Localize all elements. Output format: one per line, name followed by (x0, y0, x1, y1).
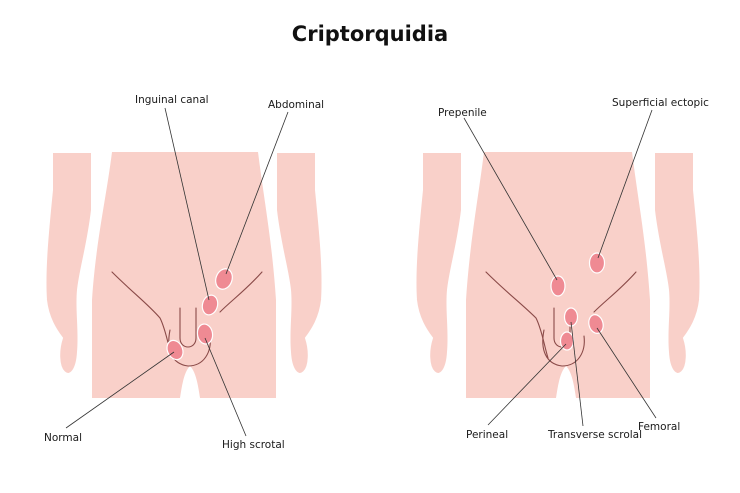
left-figure-testis-normal (166, 339, 184, 361)
leader-normal (65, 351, 175, 429)
left-figure-testis-high-scrotal (196, 323, 214, 345)
right-figure-right-arm (653, 151, 702, 375)
leader-transverse-scrotal (570, 321, 584, 427)
left-figure-left-arm (44, 151, 93, 375)
leader-abdominal (225, 111, 289, 275)
right-figure-torso (466, 152, 650, 398)
left-figure-penis (179, 307, 197, 348)
leader-superficial-ectopic (597, 109, 653, 259)
left-figure-right-groin-line (219, 271, 263, 313)
label-femoral: Femoral (638, 421, 680, 433)
left-figure-torso (92, 152, 276, 398)
right-figure-testis-superficial-ectopic (588, 252, 606, 274)
right-figure-testis-prepenile (550, 275, 566, 297)
label-transverse-scrotal: Transverse scrolal (547, 429, 642, 441)
leader-prepenile (463, 117, 558, 281)
right-figure-testis-transverse-scrotal (563, 307, 579, 327)
right-figure-right-groin-line (593, 271, 637, 313)
left-figure-testis-inguinal-canal (201, 294, 219, 316)
leader-perineal (487, 343, 567, 426)
leader-inguinal-canal (164, 107, 210, 301)
label-normal: Normal (44, 432, 82, 444)
leader-femoral (596, 327, 657, 419)
label-perineal: Perineal (466, 429, 508, 441)
right-body-figure (414, 151, 702, 398)
right-figure-left-arm (414, 151, 463, 375)
right-figure-scrotum (542, 329, 585, 367)
label-superficial-ectopic: Superficial ectopic (612, 97, 709, 109)
label-high-scrotal: High scrotal (222, 439, 285, 451)
right-figure-left-groin-line (485, 271, 549, 359)
left-body-figure (44, 151, 324, 398)
label-prepenile: Prepenile (438, 107, 487, 119)
leader-high-scrotal (204, 337, 247, 437)
left-figure-right-arm (275, 151, 324, 375)
label-inguinal-canal: Inguinal canal (135, 94, 209, 106)
label-abdominal: Abdominal (268, 99, 324, 111)
right-figure-testis-femoral (588, 314, 604, 334)
diagram-title: Criptorquidia (291, 22, 449, 46)
